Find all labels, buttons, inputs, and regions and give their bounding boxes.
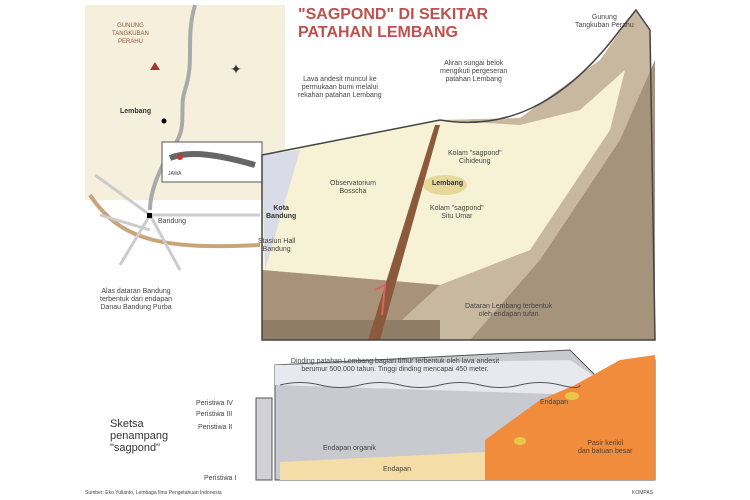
river	[88, 193, 261, 249]
inset-label: JAWA	[168, 171, 182, 177]
label-aliran: Aliran sungai belok mengikuti pergeseran…	[440, 60, 508, 83]
batuan-label: Pasir kerikil dan batuan besar	[578, 440, 633, 455]
event-3: Peristiwa III	[196, 411, 233, 418]
section-heading: Sketsa penampang "sagpond"	[110, 418, 169, 454]
label-lembang: Lembang	[432, 180, 464, 187]
endapan-top: Endapan	[540, 399, 569, 406]
endapan-organik: Endapan organik	[323, 445, 376, 452]
event-column	[255, 397, 273, 481]
label-dataran: Dataran Lembang terbentuk oleh endapan t…	[465, 303, 553, 318]
map-mountain-label: GUNUNG TANGKUBAN PERAHU	[112, 23, 149, 45]
label-observatorium: Observatorium Bosscha	[330, 180, 376, 195]
label-dinding: Dinding patahan Lembang bagian timur ter…	[290, 358, 500, 373]
event-4: Peristiwa IV	[196, 400, 233, 407]
label-kota-bandung: Kota Bandung	[266, 205, 297, 220]
map-lembang-label: Lembang	[120, 108, 152, 115]
road	[148, 4, 197, 211]
fault-line	[368, 125, 440, 340]
label-lava: Lava andesit muncul ke permukaan bumi me…	[298, 76, 382, 99]
event-1: Peristiwa I	[204, 475, 237, 482]
label-alas: Alas dataran Bandung terbentuk dari enda…	[100, 288, 172, 311]
label-kolam-situ: Kolam "sagpond" Situ Umar	[430, 205, 484, 220]
volcano-icon	[150, 62, 160, 70]
source-credit: Sumber: Eko Yulianto, Lembaga Ilmu Penge…	[85, 490, 222, 496]
page-title: "SAGPOND" DI SEKITAR PATAHAN LEMBANG	[298, 6, 488, 41]
map-bandung-label: Bandung	[158, 218, 187, 225]
label-gunung: Gunung Tangkuban Perahu	[575, 14, 634, 29]
label-stasiun: Stasiun Hall Bandung	[258, 238, 296, 253]
event-2: Peristiwa II	[198, 424, 233, 431]
publisher-credit: KOMPAS	[632, 490, 654, 496]
endapan-bottom: Endapan	[383, 466, 412, 473]
compass-icon: ✦	[230, 61, 242, 77]
label-kolam-cihideung: Kolam "sagpond" Cihideung	[448, 150, 502, 165]
